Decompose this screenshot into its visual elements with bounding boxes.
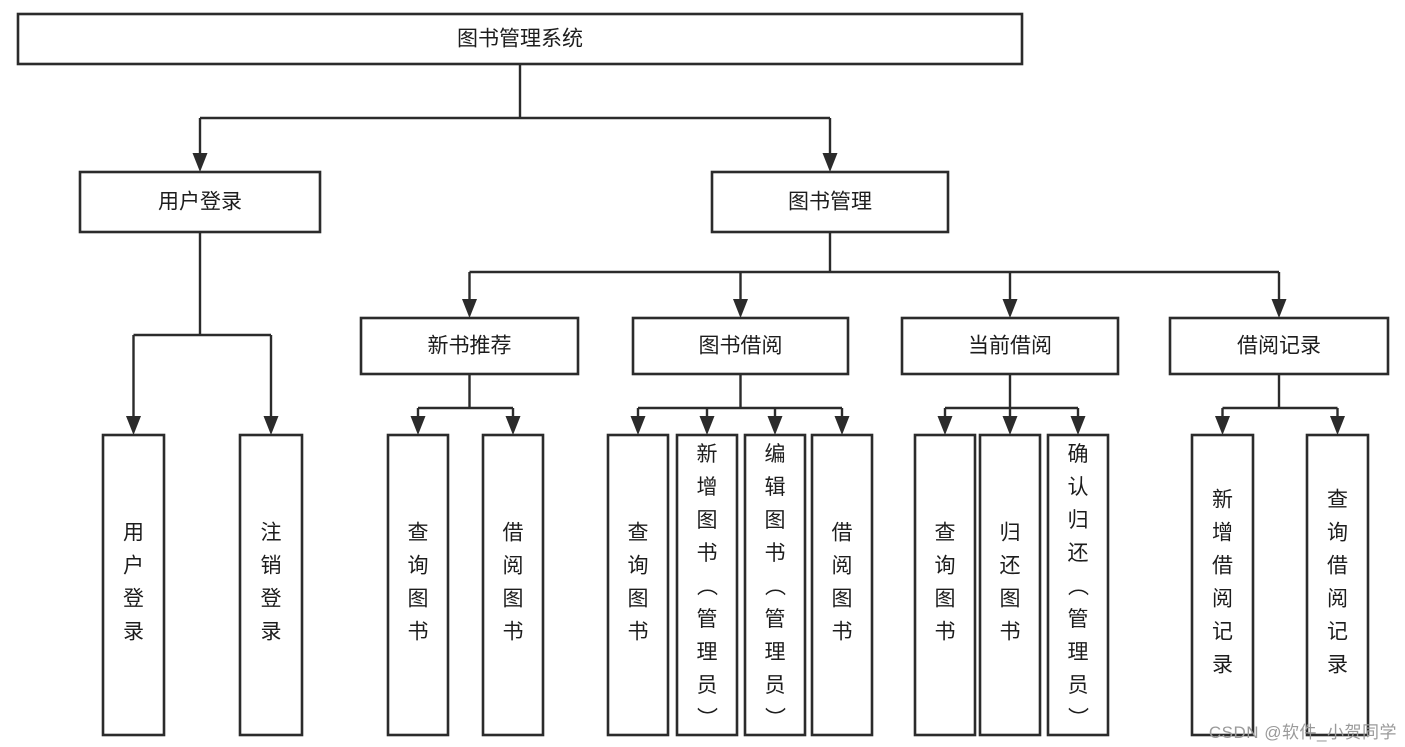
watermark-text: CSDN @软件_小贺同学: [1208, 723, 1397, 742]
arrow-head-icon: [1002, 299, 1018, 318]
node-label: 图书管理系统: [457, 28, 583, 51]
node-leaf-borrow-book-rec[interactable]: 借阅图书: [481, 433, 545, 737]
node-leaf-query-record[interactable]: 查询借阅记录: [1305, 433, 1370, 737]
arrow-head-icon: [767, 416, 783, 435]
node-label: 确认归还（管理员）: [1068, 443, 1090, 730]
node-box[interactable]: [631, 316, 850, 376]
node-box[interactable]: [481, 433, 545, 737]
arrow-head-icon: [505, 416, 521, 435]
node-label: 用户登录: [158, 191, 242, 214]
node-leaf-confirm-return[interactable]: 确认归还（管理员）: [1046, 433, 1110, 737]
arrow-head-icon: [1215, 416, 1230, 435]
node-box[interactable]: [1168, 316, 1390, 376]
node-box[interactable]: [675, 433, 739, 737]
connector-group: [937, 374, 1086, 435]
node-current-borrow[interactable]: 当前借阅: [900, 316, 1120, 376]
connector-group: [410, 374, 521, 435]
connector-group: [462, 232, 1287, 318]
arrow-head-icon: [699, 416, 715, 435]
node-box[interactable]: [78, 170, 322, 234]
node-label: 借阅图书: [832, 522, 853, 644]
connections-layer: [126, 64, 1345, 435]
node-box[interactable]: [606, 433, 670, 737]
node-box[interactable]: [743, 433, 807, 737]
node-label: 编辑图书（管理员）: [765, 443, 787, 730]
node-box[interactable]: [1046, 433, 1110, 737]
arrow-head-icon: [263, 416, 279, 435]
node-leaf-logout[interactable]: 注销登录: [238, 433, 304, 737]
node-label: 当前借阅: [968, 335, 1052, 358]
arrow-head-icon: [410, 416, 426, 435]
node-label: 借阅记录: [1237, 335, 1321, 358]
nodes-layer: 图书管理系统用户登录图书管理新书推荐图书借阅当前借阅借阅记录用户登录注销登录查询…: [16, 12, 1390, 737]
node-box[interactable]: [1190, 433, 1255, 737]
arrow-head-icon: [822, 153, 838, 172]
node-box[interactable]: [16, 12, 1024, 66]
node-box[interactable]: [900, 316, 1120, 376]
node-borrow-record[interactable]: 借阅记录: [1168, 316, 1390, 376]
node-book-manage[interactable]: 图书管理: [710, 170, 950, 234]
node-box[interactable]: [913, 433, 977, 737]
node-label: 归还图书: [1000, 522, 1021, 644]
node-label: 查询借阅记录: [1327, 489, 1348, 677]
node-leaf-query-book-cur[interactable]: 查询图书: [913, 433, 977, 737]
node-label: 注销登录: [261, 522, 282, 644]
node-box[interactable]: [238, 433, 304, 737]
node-label: 查询图书: [408, 522, 429, 644]
node-label: 新增借阅记录: [1212, 489, 1233, 677]
node-label: 用户登录: [123, 522, 144, 644]
node-book-borrow[interactable]: 图书借阅: [631, 316, 850, 376]
node-label: 图书管理: [788, 191, 872, 214]
node-label: 图书借阅: [699, 335, 783, 358]
node-leaf-query-book[interactable]: 查询图书: [606, 433, 670, 737]
arrow-head-icon: [1271, 299, 1287, 318]
node-box[interactable]: [359, 316, 580, 376]
connector-group: [126, 232, 279, 435]
node-box[interactable]: [1305, 433, 1370, 737]
node-leaf-borrow-book[interactable]: 借阅图书: [810, 433, 874, 737]
arrow-head-icon: [126, 416, 141, 435]
arrow-head-icon: [733, 299, 748, 318]
node-box[interactable]: [810, 433, 874, 737]
node-label: 查询图书: [935, 522, 956, 644]
node-label: 查询图书: [628, 522, 649, 644]
arrow-head-icon: [937, 416, 953, 435]
node-box[interactable]: [101, 433, 166, 737]
node-leaf-user-login[interactable]: 用户登录: [101, 433, 166, 737]
node-label: 借阅图书: [503, 522, 524, 644]
node-new-book-rec[interactable]: 新书推荐: [359, 316, 580, 376]
node-leaf-return-book[interactable]: 归还图书: [978, 433, 1042, 737]
arrow-head-icon: [1070, 416, 1086, 435]
node-label: 新增图书（管理员）: [697, 443, 719, 730]
node-leaf-add-record[interactable]: 新增借阅记录: [1190, 433, 1255, 737]
node-leaf-query-book-rec[interactable]: 查询图书: [386, 433, 450, 737]
node-box[interactable]: [978, 433, 1042, 737]
arrow-head-icon: [630, 416, 646, 435]
connector-group: [1215, 374, 1345, 435]
arrow-head-icon: [462, 299, 477, 318]
arrow-head-icon: [192, 153, 208, 172]
node-leaf-edit-book[interactable]: 编辑图书（管理员）: [743, 433, 807, 737]
arrow-head-icon: [1330, 416, 1345, 435]
node-label: 新书推荐: [428, 335, 512, 358]
arrow-head-icon: [1002, 416, 1018, 435]
node-root[interactable]: 图书管理系统: [16, 12, 1024, 66]
node-box[interactable]: [710, 170, 950, 234]
connector-group: [630, 374, 850, 435]
node-box[interactable]: [386, 433, 450, 737]
node-leaf-add-book[interactable]: 新增图书（管理员）: [675, 433, 739, 737]
node-user-login[interactable]: 用户登录: [78, 170, 322, 234]
arrow-head-icon: [834, 416, 850, 435]
connector-group: [192, 64, 838, 172]
